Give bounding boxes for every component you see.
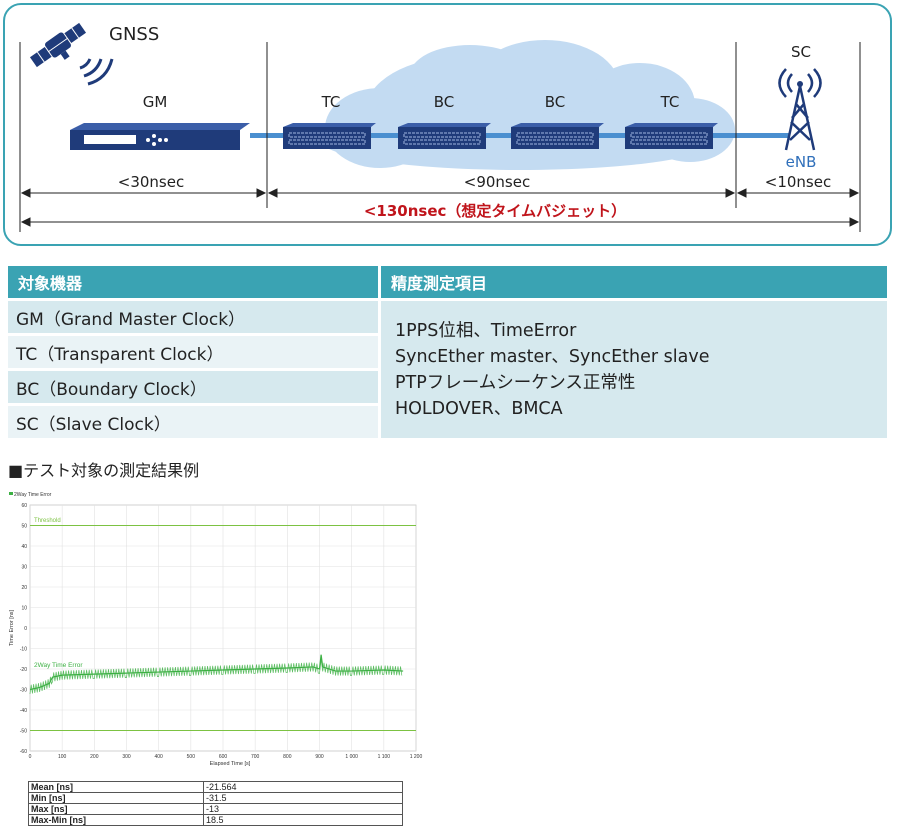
diagram-frame (3, 3, 892, 246)
x-tick-label: 900 (315, 754, 324, 760)
x-tick-label: 500 (187, 754, 196, 760)
stat-label: Max [ns] (28, 803, 204, 815)
series-label: 2Way Time Error (34, 662, 83, 669)
table-row: Min [ns] -31.5 (28, 792, 403, 804)
bc2-switch-icon (511, 123, 604, 149)
spec-table: 対象機器 精度測定項目 GM（Grand Master Clock） 1PPS位… (8, 266, 887, 438)
table-row: TC（Transparent Clock） (8, 333, 887, 368)
stat-label: Min [ns] (28, 792, 204, 804)
y-tick-label: -20 (20, 667, 27, 673)
segment-label-network: <90nsec (464, 173, 530, 191)
gnss-label: GNSS (109, 24, 159, 45)
satellite-icon (29, 22, 87, 68)
node-label-gm: GM (143, 93, 168, 111)
y-tick-label: 30 (21, 565, 27, 571)
stat-value: -21.564 (203, 781, 403, 793)
measurement-item: PTPフレームシーケンス正常性 (395, 372, 636, 393)
y-tick-label: -60 (20, 749, 27, 755)
chart-grid (29, 504, 417, 752)
node-label-sc: SC (791, 43, 811, 61)
section-heading: ■テスト対象の測定結果例 (8, 461, 200, 480)
stat-value: -13 (203, 803, 403, 815)
measurement-item: HOLDOVER、BMCA (395, 398, 563, 419)
spec-table-header: 対象機器 精度測定項目 (8, 266, 887, 298)
header-items: 精度測定項目 (381, 266, 887, 298)
device-tc: TC（Transparent Clock） (8, 333, 381, 368)
y-tick-label: -50 (20, 729, 27, 735)
x-tick-label: 1 000 (345, 754, 358, 760)
header-device: 対象機器 (8, 266, 381, 298)
measurement-item: 1PPS位相、TimeError (395, 320, 577, 341)
node-label-tc2: TC (660, 93, 680, 111)
segment-dividers (19, 42, 861, 232)
x-tick-label: 0 (29, 754, 32, 760)
y-tick-label: 0 (24, 626, 27, 632)
y-tick-label: -10 (20, 647, 27, 653)
node-label-tc1: TC (321, 93, 341, 111)
device-gm: GM（Grand Master Clock） (8, 298, 381, 333)
y-tick-label: 40 (21, 544, 27, 550)
segment-arrows (20, 188, 860, 227)
series-line (29, 654, 404, 691)
antenna-top-icon (797, 81, 803, 87)
x-tick-label: 1 100 (378, 754, 391, 760)
device-bc: BC（Boundary Clock） (8, 368, 381, 403)
x-tick-label: 300 (122, 754, 131, 760)
bc1-switch-icon (398, 123, 491, 149)
table-row: GM（Grand Master Clock） 1PPS位相、TimeError … (8, 298, 887, 438)
x-tick-label: 1 200 (410, 754, 423, 760)
y-tick-label: -40 (20, 708, 27, 714)
y-tick-label: -30 (20, 688, 27, 694)
table-row: Max [ns] -13 (28, 803, 403, 815)
y-tick-label: 20 (21, 585, 27, 591)
x-axis-label: Elapsed Time [s] (210, 761, 251, 767)
measurement-item: SyncEther master、SyncEther slave (395, 346, 710, 367)
x-tick-label: 400 (154, 754, 163, 760)
x-tick-label: 200 (90, 754, 99, 760)
tc2-switch-icon (625, 123, 718, 149)
stat-value: 18.5 (203, 814, 403, 826)
segment-label-sc: <10nsec (765, 173, 831, 191)
node-label-bc2: BC (545, 93, 566, 111)
y-axis-label: Time Error [ns] (9, 609, 15, 646)
chart-legend: 2Way Time Error (14, 492, 52, 498)
table-row: BC（Boundary Clock） (8, 368, 887, 403)
table-row: Max-Min [ns] 18.5 (28, 814, 403, 826)
gm-device-icon (70, 123, 250, 150)
stat-label: Max-Min [ns] (28, 814, 204, 826)
node-label-bc1: BC (434, 93, 455, 111)
x-tick-label: 100 (58, 754, 67, 760)
y-tick-label: 50 (21, 524, 27, 530)
table-row: SC（Slave Clock） (8, 403, 887, 438)
y-tick-label: 10 (21, 606, 27, 612)
antenna-tower-icon (778, 68, 822, 151)
x-tick-label: 600 (219, 754, 228, 760)
threshold-label: Threshold (34, 518, 61, 524)
chart-marks (29, 525, 416, 731)
y-tick-label: 60 (21, 503, 27, 509)
stat-value: -31.5 (203, 792, 403, 804)
stat-label: Mean [ns] (28, 781, 204, 793)
network-diagram: GNSS GM TC BC BC TC SC (19, 22, 861, 232)
device-sc: SC（Slave Clock） (8, 403, 381, 438)
x-tick-label: 800 (283, 754, 292, 760)
legend-swatch (9, 492, 13, 495)
tc1-switch-icon (283, 123, 376, 149)
total-budget-label: <130nsec（想定タイムバジェット） (364, 202, 626, 220)
stats-table: Mean [ns] -21.564 Min [ns] -31.5 Max [ns… (28, 781, 403, 826)
measurement-items: 1PPS位相、TimeError SyncEther master、SyncEt… (381, 298, 887, 438)
x-tick-label: 700 (251, 754, 260, 760)
satellite-signal-icon (79, 58, 114, 86)
table-row: Mean [ns] -21.564 (28, 781, 403, 793)
segment-label-gm: <30nsec (118, 173, 184, 191)
enb-label: eNB (786, 153, 817, 171)
